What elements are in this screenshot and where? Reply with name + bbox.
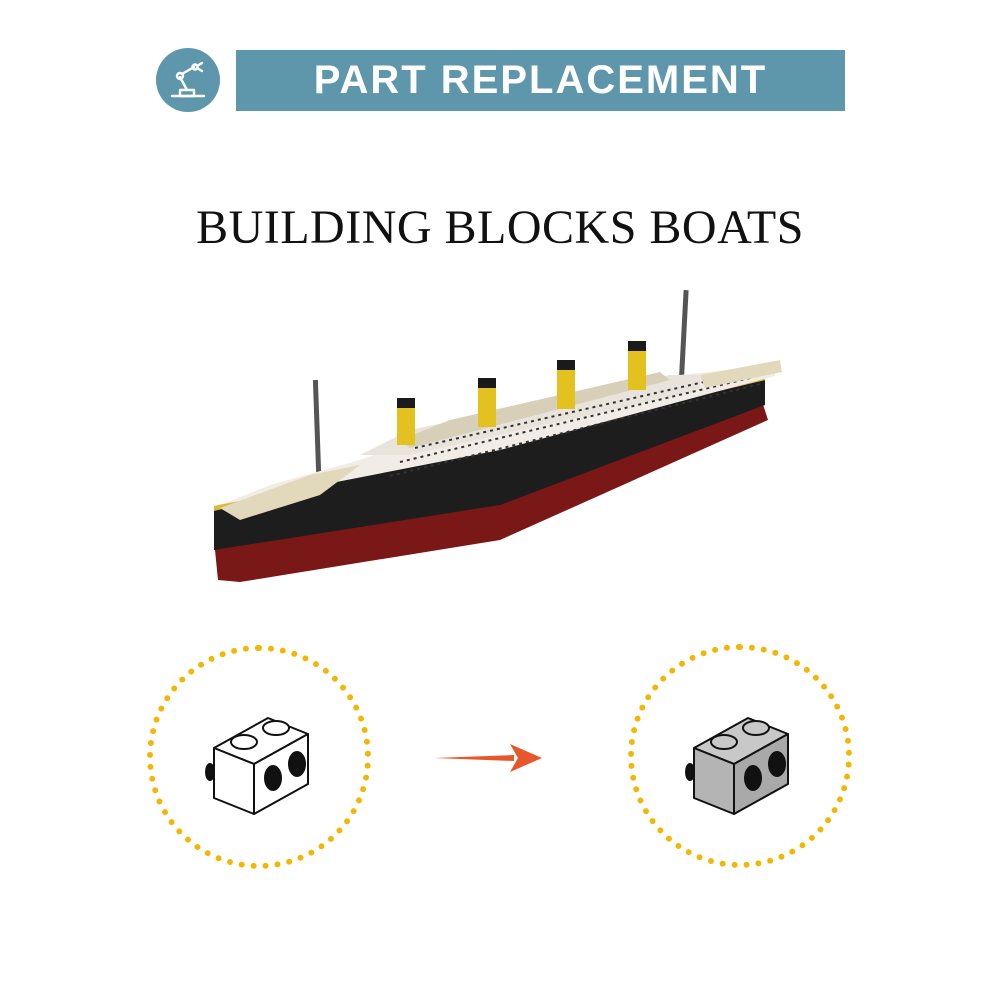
robot-arm-icon-glyph — [170, 61, 206, 98]
header-title: PART REPLACEMENT — [313, 58, 768, 102]
robot-arm-icon — [156, 48, 220, 112]
after-part-circle — [628, 644, 852, 868]
right-arrow-icon — [434, 744, 542, 772]
before-part-circle — [147, 645, 371, 869]
header-banner: PART REPLACEMENT — [236, 50, 845, 111]
white-brick-icon — [205, 717, 309, 815]
product-title: BUILDING BLOCKS BOATS — [196, 201, 804, 254]
gray-brick-icon — [685, 717, 789, 815]
ship-model-image — [214, 289, 782, 582]
